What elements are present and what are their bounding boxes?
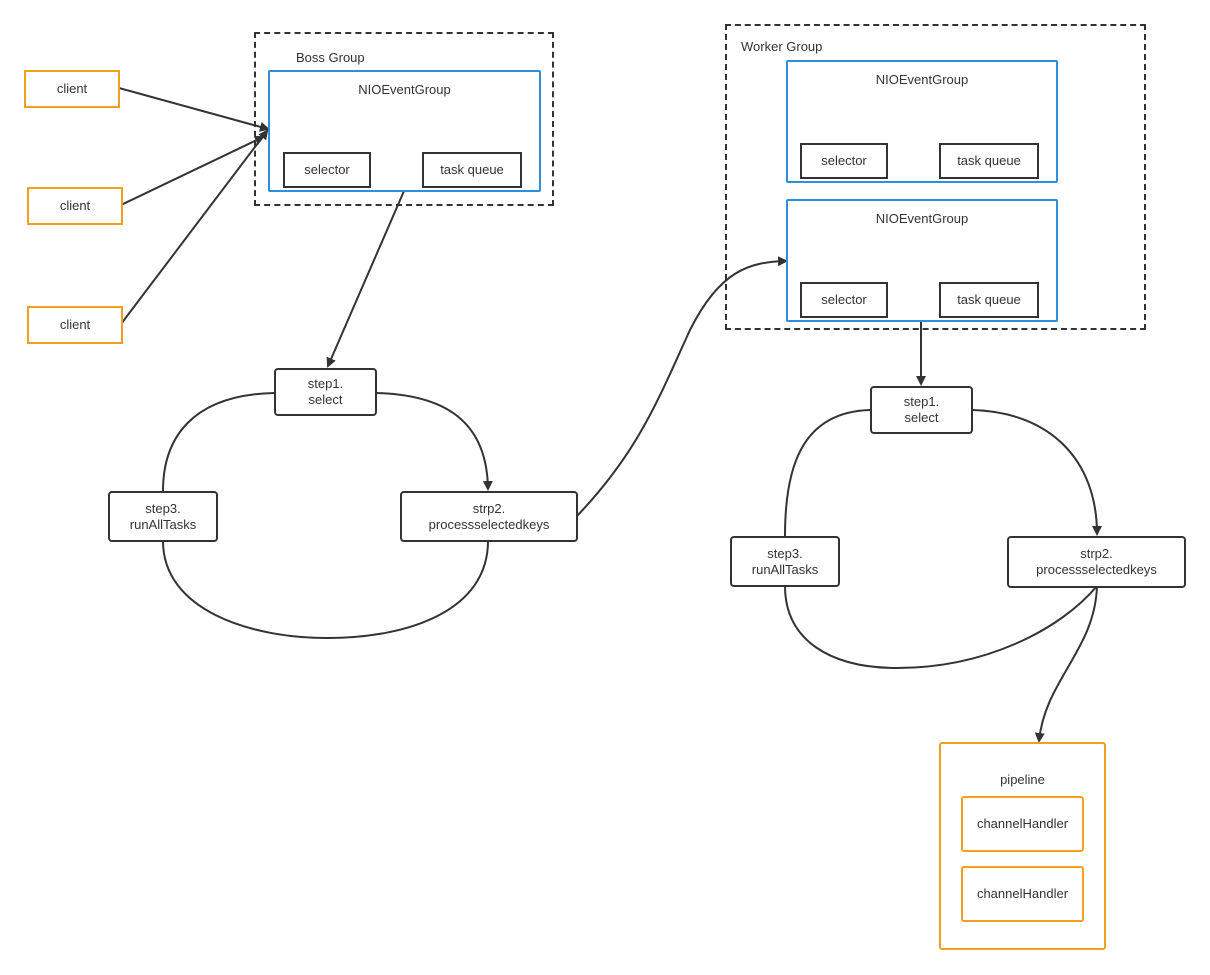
selector-label: selector bbox=[304, 162, 350, 177]
client-1-arrow bbox=[118, 87, 270, 132]
worker-step1-node: step1. select bbox=[870, 386, 973, 434]
step3-line2: runAllTasks bbox=[129, 516, 197, 532]
worker-1-selector-box: selector bbox=[800, 143, 888, 179]
task-queue-label: task queue bbox=[440, 162, 504, 177]
step2-line1: strp2. bbox=[472, 500, 506, 516]
step1-line2: select bbox=[308, 392, 343, 407]
worker-2-task-queue-box: task queue bbox=[939, 282, 1039, 318]
step3-line2: runAllTasks bbox=[751, 561, 819, 577]
boss-loop-top-right bbox=[375, 392, 493, 491]
step1-line2: select bbox=[904, 410, 939, 425]
channel-handler-2: channelHandler bbox=[961, 866, 1084, 922]
boss-selector-box: selector bbox=[283, 152, 371, 188]
boss-loop-bottom bbox=[162, 540, 489, 640]
boss-step1-node: step1. select bbox=[274, 368, 377, 416]
pipeline-title: pipeline bbox=[1000, 772, 1045, 787]
worker-step2-node: strp2. processselectedkeys bbox=[1007, 536, 1186, 588]
step1-line1: step1. bbox=[903, 394, 940, 409]
task-queue-label: task queue bbox=[957, 153, 1021, 168]
boss-to-worker-arrow bbox=[576, 256, 788, 517]
step2-line1: strp2. bbox=[1080, 546, 1113, 561]
worker-loop-bottom bbox=[784, 585, 1098, 670]
worker-group-title: Worker Group bbox=[741, 39, 823, 54]
channel-handler-label: channelHandler bbox=[976, 816, 1069, 831]
boss-step2-node: strp2. processselectedkeys bbox=[400, 491, 578, 542]
step2-line2: processselectedkeys bbox=[428, 516, 550, 532]
worker-group-container bbox=[725, 24, 1146, 330]
step3-line1: step3. bbox=[767, 545, 803, 561]
worker-1-task-queue-box: task queue bbox=[939, 143, 1039, 179]
step1-line1: step1. bbox=[307, 376, 344, 391]
channel-handler-1: channelHandler bbox=[961, 796, 1084, 852]
step2-line2: processselectedkeys bbox=[1036, 562, 1157, 577]
boss-group-title: Boss Group bbox=[296, 50, 365, 65]
boss-event-group-title: NIOEventGroup bbox=[358, 82, 451, 97]
client-label: client bbox=[56, 81, 88, 96]
boss-group-container bbox=[254, 32, 554, 206]
worker-event-group-2-title: NIOEventGroup bbox=[875, 211, 969, 226]
client-3-arrow bbox=[120, 129, 269, 325]
boss-task-queue-box: task queue bbox=[422, 152, 522, 188]
worker-step3-node: step3. runAllTasks bbox=[730, 536, 840, 587]
client-node-3: client bbox=[27, 306, 123, 344]
client-node-1: client bbox=[24, 70, 120, 108]
client-label: client bbox=[59, 317, 91, 332]
client-2-arrow bbox=[120, 135, 265, 206]
client-label: client bbox=[59, 198, 91, 213]
worker-to-pipeline-arrow bbox=[1034, 585, 1098, 743]
task-queue-label: task queue bbox=[957, 292, 1021, 307]
worker-loop-top-right bbox=[971, 409, 1102, 536]
worker-2-selector-box: selector bbox=[800, 282, 888, 318]
selector-label: selector bbox=[821, 292, 867, 307]
step3-line1: step3. bbox=[145, 500, 181, 516]
boss-loop-top-left bbox=[162, 392, 275, 492]
boss-step3-node: step3. runAllTasks bbox=[108, 491, 218, 542]
boss-event-group bbox=[268, 70, 541, 192]
worker-event-group-1-title: NIOEventGroup bbox=[875, 72, 969, 87]
boss-to-step1-arrow bbox=[326, 190, 405, 368]
channel-handler-label: channelHandler bbox=[976, 886, 1069, 901]
worker-loop-top-left bbox=[784, 409, 871, 537]
client-node-2: client bbox=[27, 187, 123, 225]
selector-label: selector bbox=[821, 153, 867, 168]
